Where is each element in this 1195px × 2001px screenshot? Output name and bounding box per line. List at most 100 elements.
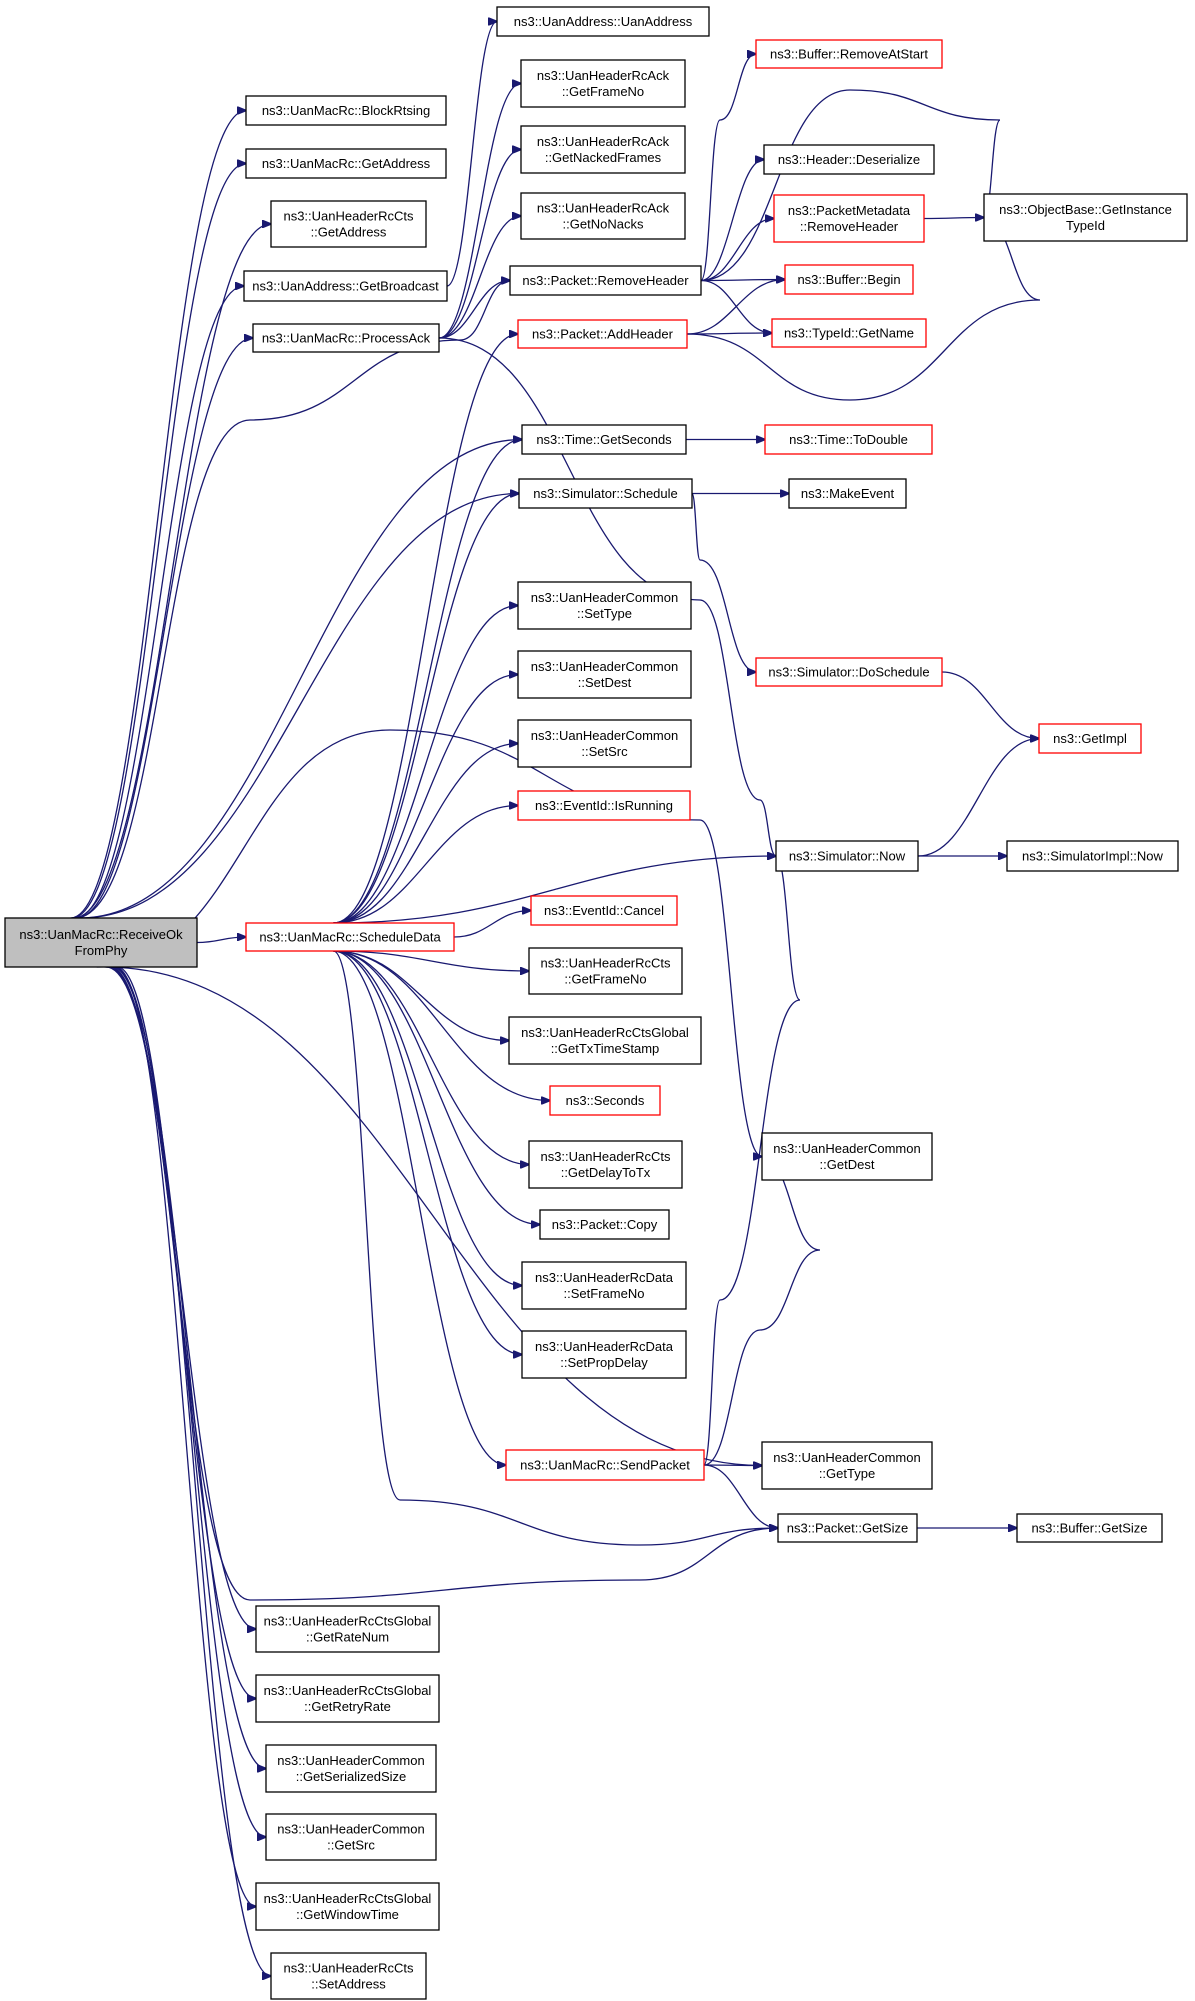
node-isrun[interactable]: ns3::EventId::IsRunning: [517, 790, 691, 821]
node-label: FromPhy: [75, 943, 128, 958]
node-cancel[interactable]: ns3::EventId::Cancel: [530, 895, 678, 926]
node-box: [539, 1209, 670, 1240]
node-deser[interactable]: ns3::Header::Deserialize: [763, 144, 935, 175]
node-procack[interactable]: ns3::UanMacRc::ProcessAck: [252, 323, 440, 353]
edge-scheddata-to-dataframe: [333, 950, 522, 1286]
node-propdelay[interactable]: ns3::UanHeaderRcData::SetPropDelay: [521, 1330, 687, 1379]
node-block[interactable]: ns3::UanMacRc::BlockRtsing: [245, 95, 447, 126]
node-box: [496, 6, 710, 37]
node-box: [761, 1441, 933, 1490]
node-seconds[interactable]: ns3::Seconds: [549, 1085, 661, 1116]
node-getdest[interactable]: ns3::UanHeaderCommon::GetDest: [761, 1132, 933, 1181]
node-label: ns3::Packet::RemoveHeader: [522, 273, 689, 288]
edge-pmrem-to-objtid: [923, 218, 984, 219]
node-wintime[interactable]: ns3::UanHeaderRcCtsGlobal::GetWindowTime: [255, 1882, 440, 1931]
node-mkevent[interactable]: ns3::MakeEvent: [788, 478, 907, 509]
node-tidname[interactable]: ns3::TypeId::GetName: [771, 318, 927, 348]
node-bufsize[interactable]: ns3::Buffer::GetSize: [1016, 1513, 1163, 1543]
edge-root-to-gettype: [104, 966, 762, 1466]
edge-root-to-getsrc: [113, 966, 266, 1837]
node-addhdr[interactable]: ns3::Packet::AddHeader: [517, 319, 688, 349]
node-label: ::GetNackedFrames: [545, 150, 662, 165]
node-label: ns3::Time::GetSeconds: [536, 432, 672, 447]
node-ratenum[interactable]: ns3::UanHeaderRcCtsGlobal::GetRateNum: [255, 1605, 440, 1653]
node-box: [549, 1085, 661, 1116]
node-label: ns3::UanHeaderRcAck: [537, 201, 670, 216]
node-now[interactable]: ns3::Simulator::Now: [775, 840, 919, 872]
edge-scheddata-to-propdelay: [333, 950, 522, 1355]
edge-procack-to-now: [438, 337, 776, 856]
node-todouble[interactable]: ns3::Time::ToDouble: [764, 424, 933, 455]
edge-root-to-block: [70, 111, 246, 919]
node-pmrem[interactable]: ns3::PacketMetadata::RemoveHeader: [773, 194, 925, 243]
edge-scheddata-to-addhdr: [333, 334, 518, 924]
node-dataframe[interactable]: ns3::UanHeaderRcData::SetFrameNo: [521, 1261, 687, 1310]
node-box: [255, 1882, 440, 1931]
node-label: ::GetRetryRate: [304, 1699, 391, 1714]
node-setsrc[interactable]: ns3::UanHeaderCommon::SetSrc: [517, 719, 692, 768]
node-bufremstart[interactable]: ns3::Buffer::RemoveAtStart: [755, 39, 943, 69]
node-txts[interactable]: ns3::UanHeaderRcCtsGlobal::GetTxTimeStam…: [508, 1016, 702, 1065]
edge-dosched-to-getimpl: [941, 671, 1039, 739]
node-gettype[interactable]: ns3::UanHeaderCommon::GetType: [761, 1441, 933, 1490]
node-label: ::GetDest: [820, 1157, 875, 1172]
node-box: [270, 200, 427, 248]
edge-remhdr-to-pmrem: [700, 219, 774, 282]
node-label: ns3::Seconds: [566, 1093, 645, 1108]
node-getsec[interactable]: ns3::Time::GetSeconds: [521, 424, 687, 455]
node-label: ::SetSrc: [581, 744, 628, 759]
node-macaddr[interactable]: ns3::UanMacRc::GetAddress: [245, 148, 447, 179]
node-box: [521, 424, 687, 455]
node-settype[interactable]: ns3::UanHeaderCommon::SetType: [517, 581, 692, 630]
node-label: ::GetDelayToTx: [561, 1165, 651, 1180]
node-label: ns3::UanHeaderRcAck: [537, 68, 670, 83]
node-label: ::GetAddress: [311, 225, 387, 240]
edge-addhdr-to-bufbegin: [686, 280, 785, 335]
node-copy[interactable]: ns3::Packet::Copy: [539, 1209, 670, 1240]
node-pktsize[interactable]: ns3::Packet::GetSize: [777, 1513, 918, 1543]
node-setdest[interactable]: ns3::UanHeaderCommon::SetDest: [517, 650, 692, 699]
node-ctsframe[interactable]: ns3::UanHeaderRcCts::GetFrameNo: [528, 947, 683, 995]
node-label: ::RemoveHeader: [800, 219, 899, 234]
node-nacked[interactable]: ns3::UanHeaderRcAck::GetNackedFrames: [520, 125, 686, 174]
node-label: ::GetNoNacks: [563, 217, 644, 232]
edge-scheddata-to-pktsize: [333, 950, 778, 1546]
node-sched[interactable]: ns3::Simulator::Schedule: [518, 478, 693, 509]
node-dosched[interactable]: ns3::Simulator::DoSchedule: [755, 657, 943, 687]
node-sersize[interactable]: ns3::UanHeaderCommon::GetSerializedSize: [265, 1744, 437, 1793]
node-label: ::GetWindowTime: [296, 1907, 399, 1922]
edge-scheddata-to-seconds: [333, 950, 550, 1101]
node-retry[interactable]: ns3::UanHeaderRcCtsGlobal::GetRetryRate: [255, 1674, 440, 1723]
node-box: [521, 1261, 687, 1310]
edge-scheddata-to-isrun: [333, 806, 518, 924]
node-remhdr[interactable]: ns3::Packet::RemoveHeader: [509, 265, 702, 296]
node-box: [517, 790, 691, 821]
edge-root-to-setaddr: [117, 966, 271, 1976]
node-ctsaddr[interactable]: ns3::UanHeaderRcCts::GetAddress: [270, 200, 427, 248]
edge-root-to-getsec: [78, 440, 522, 919]
node-box: [788, 478, 907, 509]
node-nonacks[interactable]: ns3::UanHeaderRcAck::GetNoNacks: [520, 192, 686, 240]
node-delaytx[interactable]: ns3::UanHeaderRcCts::GetDelayToTx: [528, 1140, 683, 1189]
node-getimpl[interactable]: ns3::GetImpl: [1038, 723, 1142, 754]
edge-procack-to-ackframe: [438, 84, 521, 339]
edge-root-to-wintime: [115, 966, 257, 1907]
node-label: ns3::GetImpl: [1053, 731, 1127, 746]
node-uanaddr[interactable]: ns3::UanAddress::UanAddress: [496, 6, 710, 37]
node-scheddata[interactable]: ns3::UanMacRc::ScheduleData: [245, 922, 455, 952]
node-sendpkt[interactable]: ns3::UanMacRc::SendPacket: [505, 1449, 705, 1481]
node-implnow[interactable]: ns3::SimulatorImpl::Now: [1006, 840, 1179, 872]
node-box: [245, 922, 455, 952]
node-bcast[interactable]: ns3::UanAddress::GetBroadcast: [243, 270, 448, 302]
node-ackframe[interactable]: ns3::UanHeaderRcAck::GetFrameNo: [520, 59, 686, 108]
edge-scheddata-to-getsec: [333, 440, 522, 924]
node-bufbegin[interactable]: ns3::Buffer::Begin: [784, 264, 914, 295]
edge-scheddata-to-now: [333, 856, 776, 924]
edge-sendpkt-to-now: [703, 856, 801, 1466]
node-setaddr[interactable]: ns3::UanHeaderRcCts::SetAddress: [270, 1952, 427, 2000]
edge-scheddata-to-setsrc: [333, 744, 518, 924]
node-label: ns3::UanAddress::UanAddress: [514, 14, 693, 29]
node-getsrc[interactable]: ns3::UanHeaderCommon::GetSrc: [265, 1813, 437, 1861]
